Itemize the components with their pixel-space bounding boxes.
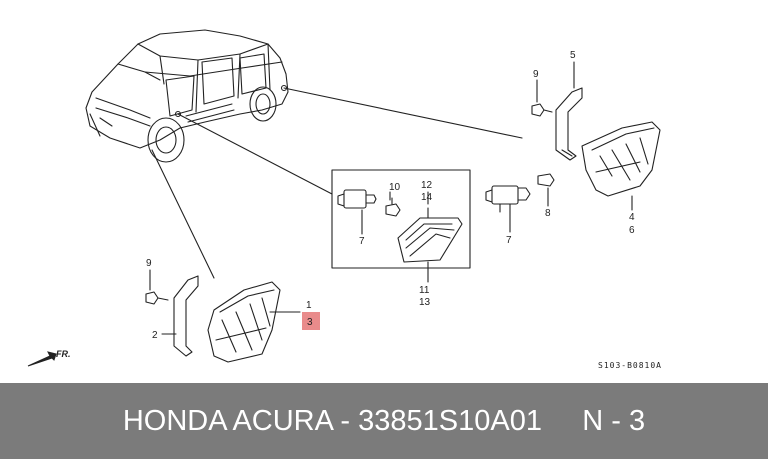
callout-12: 12 [421, 180, 433, 191]
bracket-front [173, 275, 199, 357]
callout-14: 14 [421, 192, 433, 203]
callout-4: 4 [629, 212, 635, 223]
parts-diagram: FR. 9 5 10 12 14 7 7 8 4 6 11 13 9 2 1 3… [27, 29, 662, 370]
callout-8: 8 [545, 208, 551, 219]
bulb-assembly-box [331, 169, 471, 269]
callout-7-right: 7 [506, 235, 512, 246]
callout-11: 11 [419, 285, 430, 296]
reference-text: N - 3 [582, 404, 646, 437]
screw-top [531, 103, 553, 117]
callout-9-top: 9 [533, 69, 539, 80]
footer-bar: HONDA ACURA - 33851S10A01 N - 3 [0, 383, 768, 459]
callout-13: 13 [419, 297, 431, 308]
leader-line-center [177, 113, 333, 195]
callout-6: 6 [629, 225, 635, 236]
callout-3-highlight [302, 312, 320, 330]
direction-label: FR. [56, 349, 71, 359]
callout-5: 5 [570, 50, 576, 61]
leader-line-front [151, 149, 215, 279]
part-caption: HONDA ACURA - 33851S10A01 N - 3 [0, 383, 768, 459]
socket-left [337, 189, 377, 209]
bulb-small [385, 197, 401, 217]
bracket-rear [555, 87, 583, 161]
callout-10: 10 [389, 182, 401, 193]
callout-7-left: 7 [359, 236, 365, 247]
rear-marker-lens [581, 121, 661, 197]
callout-2: 2 [152, 330, 158, 341]
leader-line-rear [283, 87, 523, 139]
front-direction-arrow: FR. [27, 349, 71, 367]
front-marker-lens [207, 281, 281, 363]
part-number-text: HONDA ACURA - 33851S10A01 [122, 404, 542, 437]
diagram-canvas: FR. 9 5 10 12 14 7 7 8 4 6 11 13 9 2 1 3… [27, 29, 662, 370]
side-marker-lens [397, 207, 463, 263]
callout-9-bottom: 9 [146, 258, 152, 269]
callout-1: 1 [306, 300, 312, 311]
socket-right [485, 185, 531, 213]
drawing-code: S103-B0810A [598, 361, 662, 370]
callout-3: 3 [307, 317, 313, 328]
bulb-wedge [537, 173, 555, 187]
screw-bottom [145, 291, 169, 305]
vehicle-outline [85, 29, 289, 163]
caption-spacer [542, 405, 582, 438]
